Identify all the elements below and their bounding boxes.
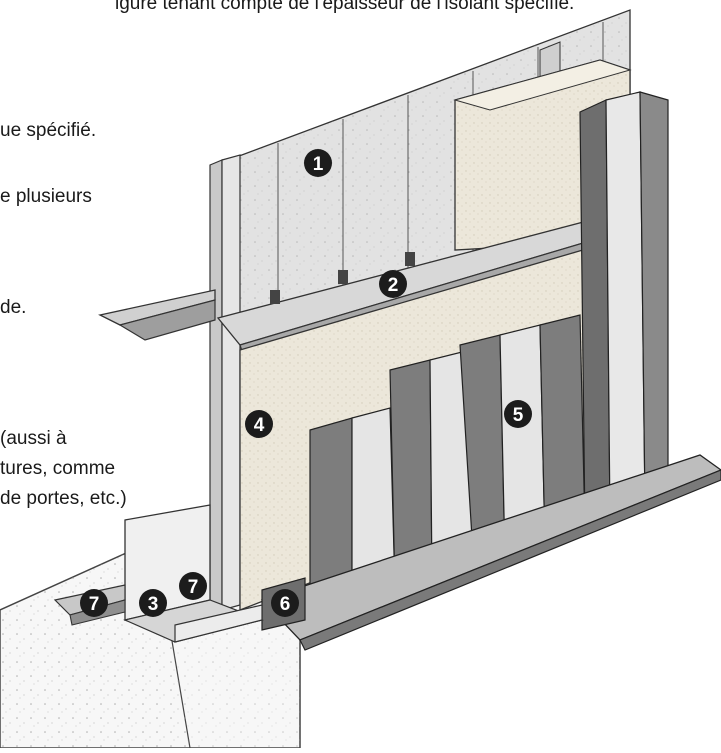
base-flashing — [260, 454, 721, 651]
svg-text:6: 6 — [280, 594, 291, 615]
callout-7-left: 7 — [80, 589, 108, 617]
svg-text:3: 3 — [148, 594, 159, 615]
exterior-cladding — [309, 91, 669, 601]
caption-aussi-line3: de portes, etc.) — [0, 488, 127, 509]
callout-5: 5 — [504, 400, 532, 428]
svg-text:7: 7 — [89, 594, 100, 615]
caption-aussi-line2: tures, comme — [0, 458, 116, 479]
caption-aussi-line1: (aussi à — [0, 428, 67, 449]
vertical-stud — [209, 154, 241, 616]
callout-7-right: 7 — [179, 572, 207, 600]
svg-text:1: 1 — [313, 154, 324, 175]
caption-specifie: ue spécifié. — [0, 120, 97, 141]
callout-4: 4 — [245, 410, 273, 438]
svg-text:2: 2 — [388, 275, 399, 296]
svg-text:7: 7 — [188, 577, 199, 598]
svg-text:4: 4 — [254, 415, 265, 436]
callout-2: 2 — [379, 270, 407, 298]
callout-6: 6 — [271, 589, 299, 617]
svg-text:5: 5 — [513, 405, 524, 426]
callout-1: 1 — [304, 149, 332, 177]
caption-plusieurs: e plusieurs — [0, 186, 92, 207]
caption-de: de. — [0, 297, 27, 318]
caption-top: igure tenant compte de l'épaisseur de l'… — [115, 0, 575, 14]
callout-3: 3 — [139, 589, 167, 617]
